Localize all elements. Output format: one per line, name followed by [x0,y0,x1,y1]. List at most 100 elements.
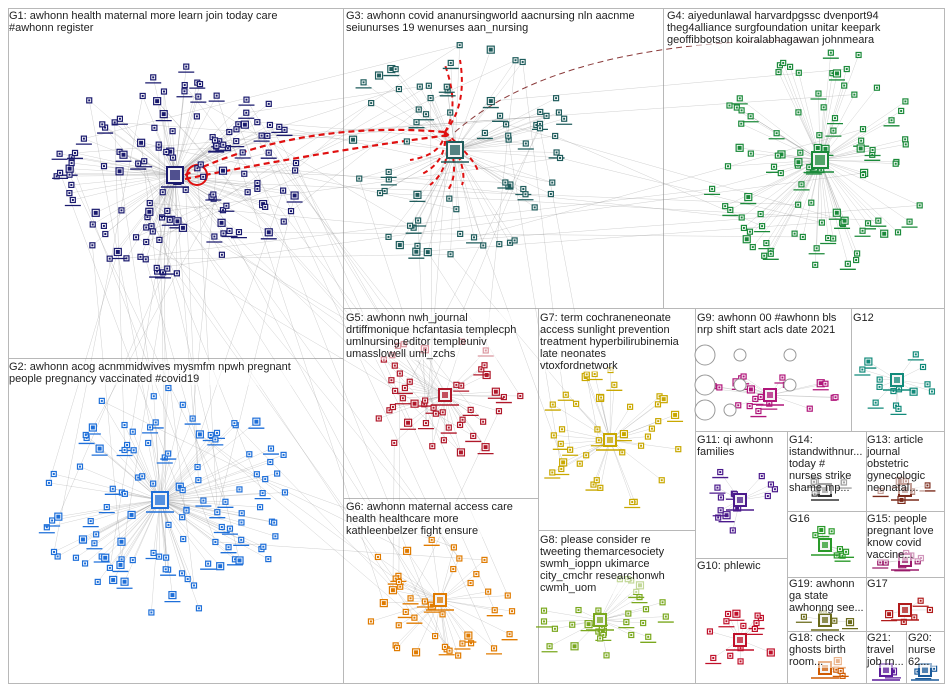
graph-node-fill [455,208,458,211]
graph-node-fill [718,386,721,389]
graph-node-fill [739,647,742,650]
graph-node-fill [597,609,600,612]
graph-node-fill [202,175,205,178]
group-label-g17: G17 [867,578,888,590]
graph-node-fill [427,84,430,87]
graph-node-fill [261,492,264,495]
graph-node-fill [508,633,511,636]
graph-node-fill [143,160,146,163]
graph-node-fill [533,206,536,209]
graph-node-fill [753,627,756,630]
graph-node-fill [725,620,728,623]
graph-node-fill [908,220,911,223]
graph-node-fill [269,447,272,450]
graph-node-fill [483,131,486,134]
edge [177,180,799,205]
edge [217,195,295,513]
graph-node-fill [267,151,270,154]
graph-node-fill [135,236,138,239]
graph-node-fill [370,102,373,105]
graph-node-fill [507,183,512,188]
graph-node-circle [694,399,716,421]
graph-node-fill [630,633,633,636]
graph-node-fill [220,253,223,256]
edge [377,556,441,601]
graph-node-fill [838,548,841,551]
graph-node-fill [164,568,167,571]
graph-node-fill [166,209,169,212]
edge [141,142,457,210]
graph-node-fill [458,557,461,560]
graph-node-fill [184,188,187,191]
graph-node-fill [108,566,111,569]
edge [149,202,414,228]
edge [439,599,495,611]
graph-node-fill [830,530,833,533]
graph-node-fill [625,621,628,624]
graph-node-fill [740,109,743,112]
graph-node-fill [926,484,929,487]
graph-node-fill [171,156,174,159]
graph-node-fill [778,64,781,67]
graph-node-fill [180,225,185,230]
edge [399,373,446,396]
edge [159,454,250,501]
graph-node-fill [246,191,249,194]
graph-node-fill [158,238,161,241]
graph-node-fill [522,188,525,191]
edge [585,376,611,441]
edge [454,149,551,195]
edge [719,387,771,396]
graph-node-fill [423,600,426,603]
graph-node-fill [413,616,416,619]
graph-node-fill [861,368,864,371]
graph-node-fill [561,428,564,431]
edge [454,128,541,151]
graph-node-fill [834,71,839,76]
edge [739,98,821,161]
graph-node-fill [155,266,158,269]
graph-node-fill [182,538,185,541]
graph-node-fill [557,111,560,114]
graph-node-fill [414,249,419,254]
graph-node-fill [58,152,61,155]
graph-node-circle [694,374,716,396]
graph-node-fill [233,422,236,425]
edge [223,88,399,145]
graph-node-fill [543,620,545,623]
graph-node-fill [274,535,277,538]
edge [215,541,485,561]
graph-node-fill [218,140,221,143]
edge [74,115,547,154]
graph-node-fill [429,603,434,608]
edge [454,149,553,183]
graph-node-fill [155,99,160,104]
graph-node-fill [141,94,144,97]
graph-node-fill [839,669,842,672]
graph-node-fill [860,139,863,142]
hub-node-fill [155,495,165,505]
edge [391,380,446,396]
graph-node-fill [147,209,152,214]
graph-node-fill [47,481,50,484]
graph-node-fill [412,226,415,229]
graph-node-fill [101,123,104,126]
graph-node-fill [152,482,155,485]
graph-node-fill [779,172,782,175]
graph-node-fill [553,627,556,630]
edge [159,499,236,560]
graph-node-fill [843,84,846,87]
graph-node-fill [145,226,148,229]
graph-node-fill [55,175,58,178]
graph-node-fill [377,417,380,420]
graph-node-fill [424,399,427,402]
graph-node-fill [115,249,120,254]
edge [222,170,506,183]
edge [594,373,611,441]
edge [522,61,571,450]
edge [145,254,451,260]
edge [454,61,523,151]
graph-node-fill [405,140,408,143]
graph-node-fill [123,448,126,451]
graph-node-fill [149,426,152,429]
